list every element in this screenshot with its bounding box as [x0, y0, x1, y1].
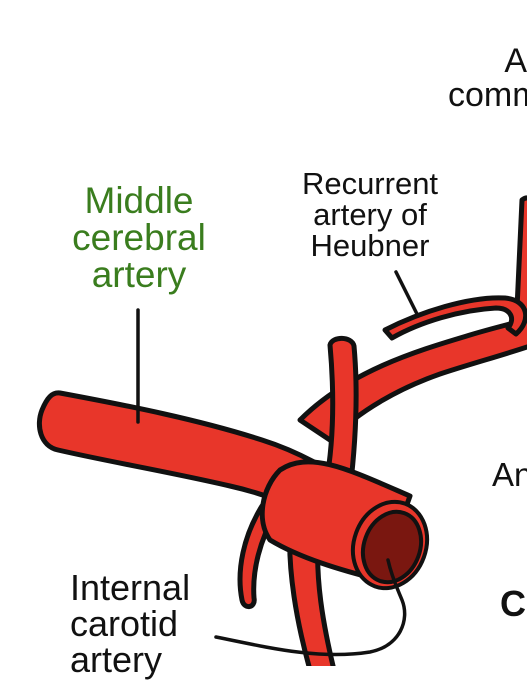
label-bottom-right-partial: C [500, 586, 526, 622]
label-recurrent-line3: Heubner [310, 228, 430, 263]
recurrent-heubner-vessel [382, 295, 527, 341]
label-middle-cerebral-line3: artery [91, 254, 187, 295]
label-top-right-line1: A [504, 44, 527, 80]
leader-internal-carotid [214, 558, 407, 657]
upward-branch-vessel [323, 335, 359, 493]
label-middle-cerebral-artery: Middle cerebral artery [58, 182, 220, 293]
label-recurrent-line2: artery of [313, 197, 427, 232]
label-internal-carotid-line3: artery [70, 639, 163, 680]
label-middle-cerebral-line2: cerebral [72, 217, 206, 258]
label-recurrent-line1: Recurrent [301, 166, 439, 201]
descending-branch-vessel [287, 527, 336, 666]
artery-diagram [36, 195, 527, 666]
label-top-right-line2: comm [448, 76, 527, 112]
label-top-right-partial: A comm [448, 44, 527, 112]
label-mid-right-partial: An [492, 458, 527, 491]
label-middle-cerebral-line1: Middle [84, 180, 194, 221]
label-internal-carotid-line2: carotid [70, 603, 179, 644]
label-internal-carotid-artery: Internal carotid artery [70, 570, 190, 678]
carotid-lumen [360, 509, 424, 585]
label-recurrent-artery-of-heubner: Recurrent artery of Heubner [290, 168, 450, 261]
small-branch-vessel [237, 503, 279, 609]
leader-recurrent-heubner [394, 270, 420, 318]
label-internal-carotid-line1: Internal [70, 567, 191, 608]
